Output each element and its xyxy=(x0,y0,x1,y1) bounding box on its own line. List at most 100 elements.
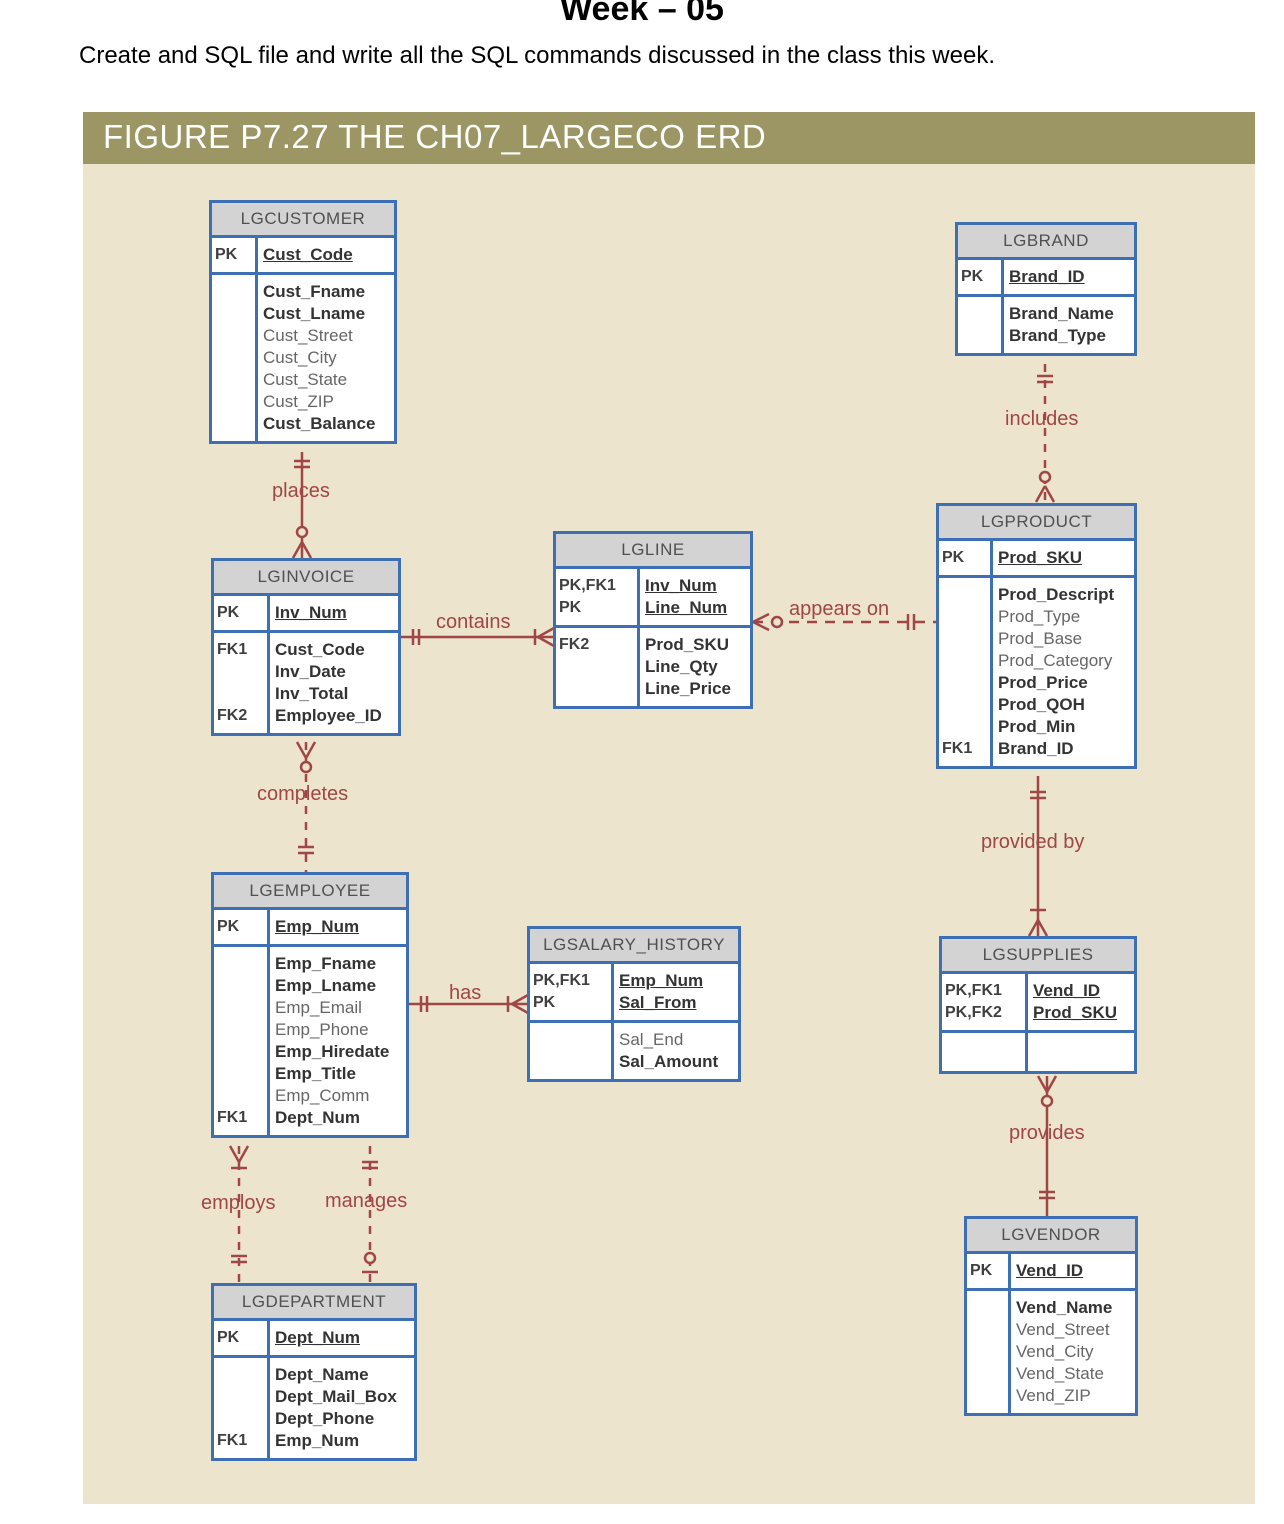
attribute: Prod_Category xyxy=(998,651,1113,670)
rel-line-contains xyxy=(401,626,555,648)
entity-lgline[interactable]: LGLINE PK,FK1 PK Inv_Num Line_Num FK2 Pr… xyxy=(553,531,753,709)
attr-row: FK1 Emp_Fname Emp_Lname Emp_Email Emp_Ph… xyxy=(214,947,406,1135)
fk-label: FK2 xyxy=(217,707,248,724)
rel-line-has xyxy=(409,993,529,1015)
attribute: Cust_Lname xyxy=(263,304,366,323)
attribute: Emp_Fname xyxy=(275,954,377,973)
attribute: Dept_Num xyxy=(275,1108,361,1127)
attribute: Dept_Mail_Box xyxy=(275,1387,397,1406)
rel-line-appears-on xyxy=(752,612,936,632)
relationship-lines xyxy=(228,364,1058,1284)
fk-label: FK2 xyxy=(559,636,590,653)
attribute: Dept_Name xyxy=(275,1365,369,1384)
pk-row: PK Vend_ID xyxy=(967,1254,1135,1291)
entity-title: LGSUPPLIES xyxy=(942,939,1134,974)
pk-label: PK,FK1 xyxy=(559,577,616,594)
pk-row: PK Inv_Num xyxy=(214,596,398,633)
attribute: Line_Qty xyxy=(645,657,718,676)
fk-label: FK1 xyxy=(217,641,248,658)
attribute: Vend_State xyxy=(1016,1364,1104,1383)
attr-row xyxy=(942,1033,1134,1071)
rel-label-has: has xyxy=(449,982,482,1004)
rel-label-provided-by: provided by xyxy=(981,831,1085,853)
pk-row: PK,FK1 PK Emp_Num Sal_From xyxy=(530,964,738,1023)
entity-lgvendor[interactable]: LGVENDOR PK Vend_ID Vend_Name Vend_Stree… xyxy=(964,1216,1138,1416)
rel-label-provides: provides xyxy=(1009,1122,1085,1144)
entity-lgsupplies[interactable]: LGSUPPLIES PK,FK1 PK,FK2 Vend_ID Prod_SK… xyxy=(939,936,1137,1074)
pk-label: PK xyxy=(961,268,984,285)
attribute: Cust_Street xyxy=(263,326,353,345)
pk-row: PK Dept_Num xyxy=(214,1321,414,1358)
attribute: Vend_ZIP xyxy=(1016,1386,1091,1405)
attr-row: Brand_Name Brand_Type xyxy=(958,297,1134,353)
attribute: Prod_Type xyxy=(998,607,1081,626)
attribute: Emp_Email xyxy=(275,998,362,1017)
pk-row: PK Cust_Code xyxy=(212,238,394,275)
attribute: Dept_Phone xyxy=(275,1409,375,1428)
pk-attribute: Emp_Num xyxy=(275,917,360,936)
attribute: Employee_ID xyxy=(275,706,382,725)
attr-row: Sal_End Sal_Amount xyxy=(530,1023,738,1079)
entity-title: LGVENDOR xyxy=(967,1219,1135,1254)
entity-lgcustomer[interactable]: LGCUSTOMER PK Cust_Code Cust_Fname Cust_… xyxy=(209,200,397,444)
attribute: Emp_Lname xyxy=(275,976,377,995)
entity-lgemployee[interactable]: LGEMPLOYEE PK Emp_Num FK1 Emp_Fname Emp_… xyxy=(211,872,409,1138)
entity-lgbrand[interactable]: LGBRAND PK Brand_ID Brand_Name Brand_Typ… xyxy=(955,222,1137,356)
entity-lgdepartment[interactable]: LGDEPARTMENT PK Dept_Num FK1 Dept_Name D… xyxy=(211,1283,417,1461)
rel-line-provided-by xyxy=(1027,776,1049,937)
rel-line-completes xyxy=(295,741,317,872)
attribute: Inv_Date xyxy=(275,662,346,681)
attribute: Prod_Descript xyxy=(998,585,1115,604)
pk-label: PK xyxy=(559,599,582,616)
pk-attribute: Inv_Num xyxy=(645,576,717,595)
entity-title: LGDEPARTMENT xyxy=(214,1286,414,1321)
attribute: Brand_Name xyxy=(1009,304,1114,323)
rel-label-includes: includes xyxy=(1005,408,1079,430)
attribute: Emp_Num xyxy=(275,1431,360,1450)
attr-row: Cust_Fname Cust_Lname Cust_Street Cust_C… xyxy=(212,275,394,441)
rel-label-appears-on: appears on xyxy=(789,598,890,620)
rel-line-employs xyxy=(228,1145,250,1284)
rel-label-places: places xyxy=(272,480,330,502)
rel-label-contains: contains xyxy=(436,611,511,633)
fk-label: FK1 xyxy=(942,740,973,757)
pk-label: PK xyxy=(217,1329,240,1346)
pk-label: PK,FK1 xyxy=(533,972,590,989)
pk-label: PK xyxy=(217,604,240,621)
figure-title: FIGURE P7.27 THE CH07_LARGECO ERD xyxy=(103,118,767,155)
pk-label: PK xyxy=(970,1262,993,1279)
pk-attribute: Vend_ID xyxy=(1016,1261,1084,1280)
attribute: Vend_City xyxy=(1016,1342,1094,1361)
attribute: Prod_Base xyxy=(998,629,1083,648)
attribute: Vend_Name xyxy=(1016,1298,1113,1317)
attribute: Prod_SKU xyxy=(645,635,730,654)
attribute: Cust_Fname xyxy=(263,282,366,301)
entity-title: LGCUSTOMER xyxy=(212,203,394,238)
rel-line-includes xyxy=(1034,364,1056,503)
pk-attribute: Cust_Code xyxy=(263,245,353,264)
rel-label-manages: manages xyxy=(325,1190,408,1212)
attribute: Inv_Total xyxy=(275,684,349,703)
pk-label: PK xyxy=(217,918,240,935)
fk-label: FK1 xyxy=(217,1432,248,1449)
entity-title: LGINVOICE xyxy=(214,561,398,596)
fk-label: FK1 xyxy=(217,1109,248,1126)
pk-label: PK,FK2 xyxy=(945,1004,1002,1021)
week-title: Week – 05 xyxy=(560,0,724,28)
attr-row: FK1 Prod_Descript Prod_Type Prod_Base Pr… xyxy=(939,578,1134,766)
pk-attribute: Dept_Num xyxy=(275,1328,361,1347)
entity-lgproduct[interactable]: LGPRODUCT PK Prod_SKU FK1 Prod_Descript … xyxy=(936,503,1137,769)
attr-row: Vend_Name Vend_Street Vend_City Vend_Sta… xyxy=(967,1291,1135,1413)
erd-figure: FIGURE P7.27 THE CH07_LARGECO ERD xyxy=(83,112,1255,1504)
entity-lgsalary-history[interactable]: LGSALARY_HISTORY PK,FK1 PK Emp_Num Sal_F… xyxy=(527,926,741,1082)
attribute: Emp_Hiredate xyxy=(275,1042,390,1061)
attr-row: FK1 Dept_Name Dept_Mail_Box Dept_Phone E… xyxy=(214,1358,414,1458)
pk-label: PK xyxy=(215,246,238,263)
pk-attribute: Prod_SKU xyxy=(998,548,1083,567)
entity-title: LGPRODUCT xyxy=(939,506,1134,541)
attribute: Cust_Code xyxy=(275,640,365,659)
entity-lginvoice[interactable]: LGINVOICE PK Inv_Num FK1 FK2 Cust_Code I… xyxy=(211,558,401,736)
attribute: Prod_QOH xyxy=(998,695,1085,714)
attribute: Cust_State xyxy=(263,370,348,389)
attr-row: FK2 Prod_SKU Line_Qty Line_Price xyxy=(556,628,750,706)
